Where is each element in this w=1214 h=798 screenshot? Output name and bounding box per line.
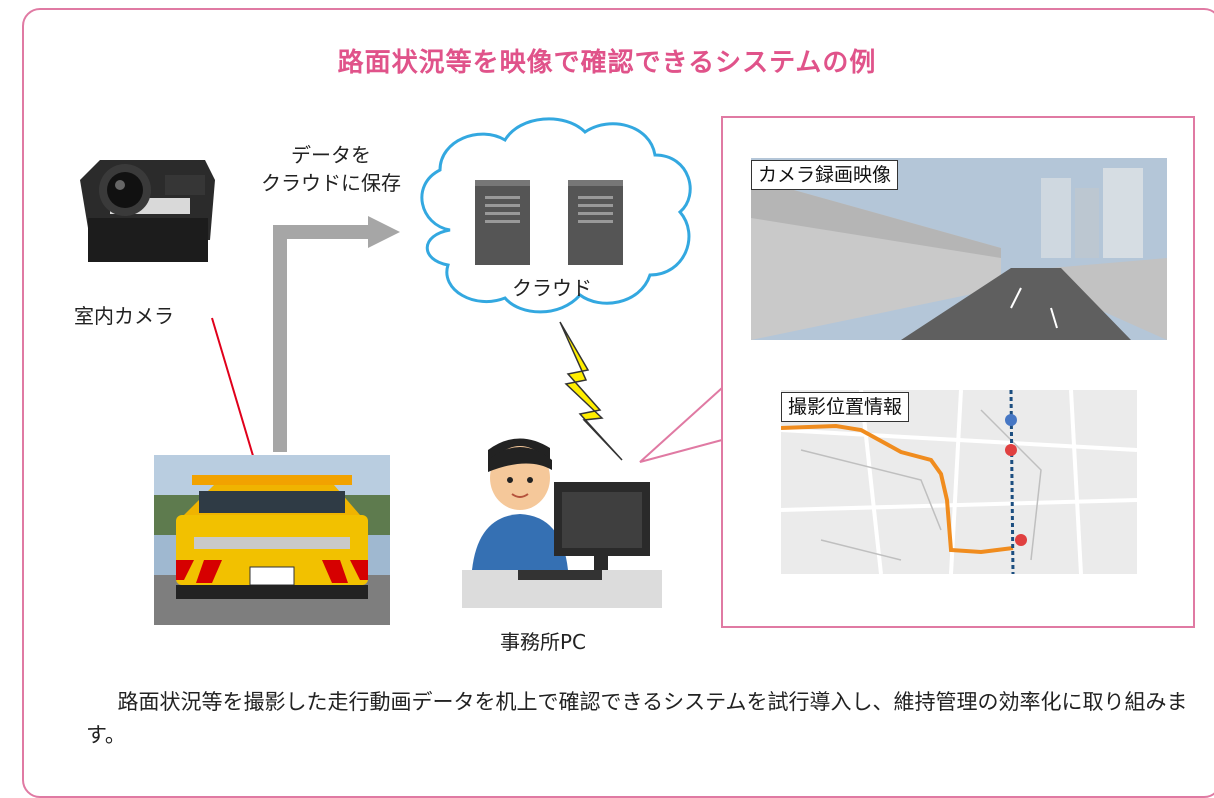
camera-image xyxy=(70,140,220,270)
save-label-line1: データを xyxy=(291,143,371,167)
callout-box: カメラ録画映像 撮影位置情報 xyxy=(721,116,1195,628)
lightning-icon xyxy=(559,321,623,461)
camera-label: 室内カメラ xyxy=(74,304,174,328)
callout-pointer xyxy=(639,387,723,463)
description-text: 路面状況等を撮影した走行動画データを机上で確認できるシステムを試行導入し、維持管… xyxy=(86,690,1188,747)
server-icon xyxy=(475,180,623,265)
save-label: データを クラウドに保存 xyxy=(256,141,406,197)
video-tag: カメラ録画映像 xyxy=(751,160,899,190)
office-worker-illustration xyxy=(458,430,666,610)
map-tag: 撮影位置情報 xyxy=(781,392,910,422)
cloud-label: クラウド xyxy=(512,276,592,300)
save-label-line2: クラウドに保存 xyxy=(261,171,401,195)
page-title: 路面状況等を映像で確認できるシステムの例 xyxy=(337,48,877,78)
patrol-car-photo xyxy=(154,455,390,625)
upload-arrow xyxy=(273,216,400,452)
diagram-canvas xyxy=(211,117,723,499)
pc-label: 事務所PC xyxy=(500,630,587,654)
